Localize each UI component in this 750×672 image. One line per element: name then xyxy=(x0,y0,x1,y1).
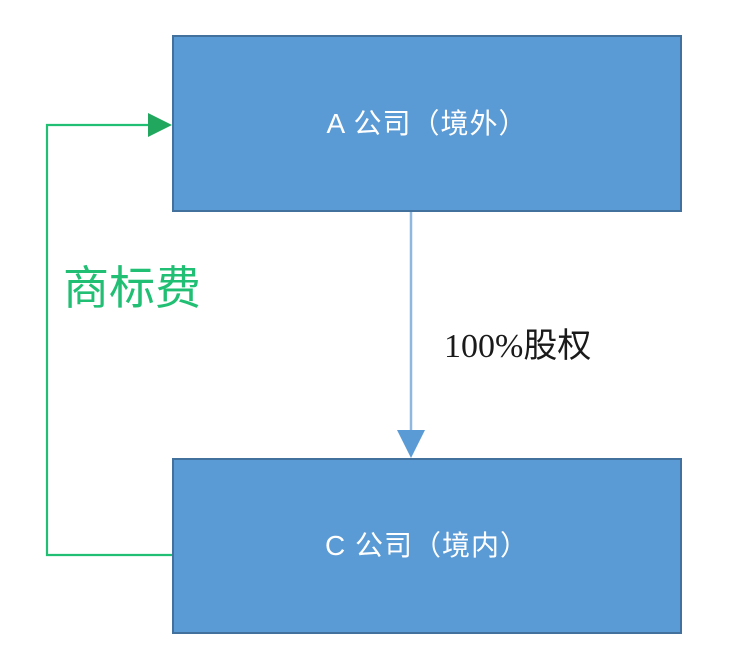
node-company-a[interactable]: A 公司（境外） xyxy=(172,35,682,212)
node-company-c[interactable]: C 公司（境内） xyxy=(172,458,682,634)
equity-connector xyxy=(397,212,425,458)
trademark-fee-connector xyxy=(45,113,172,557)
node-company-a-label: A 公司（境外） xyxy=(326,107,528,139)
trademark-fee-edge-label: 商标费 xyxy=(63,263,201,314)
equity-edge-label: 100%股权 xyxy=(444,328,592,365)
trademark-fee-connector-line xyxy=(45,123,172,557)
equity-arrowhead-icon xyxy=(397,430,425,458)
trademark-fee-arrowhead-icon xyxy=(148,113,172,137)
node-company-c-label: C 公司（境内） xyxy=(324,530,529,562)
